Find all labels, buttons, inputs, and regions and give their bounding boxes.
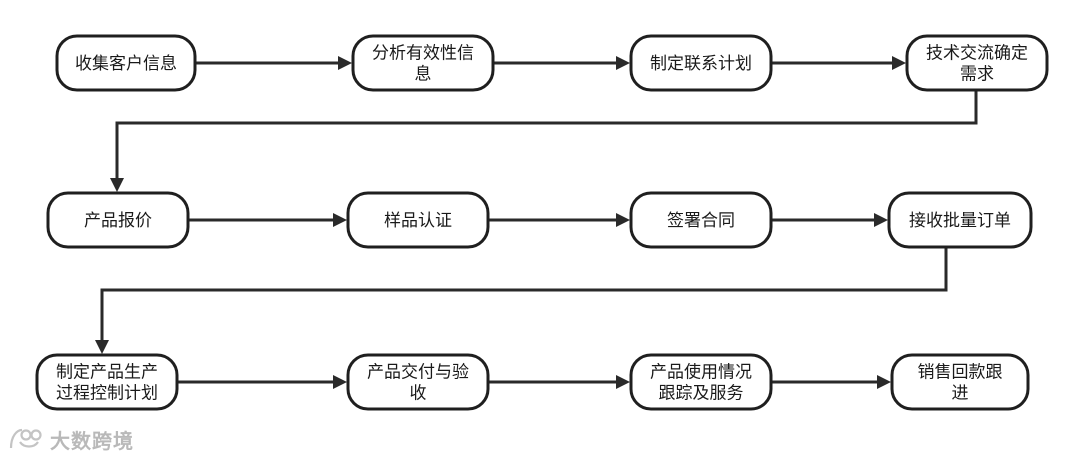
flow-node: 样品认证 [346,191,490,249]
arrowhead [616,375,630,389]
flow-node-box [629,34,773,92]
flow-node-label: 技术交流确定 [926,44,1028,64]
arrowhead [333,375,347,389]
flow-node-label: 销售回款跟 [918,363,1003,383]
flow-node: 制定联系计划 [629,34,773,92]
arrowhead [616,213,630,227]
flow-node-box [629,353,773,411]
flow-node-label: 收集客户信息 [75,54,177,74]
flow-arrow [100,247,948,342]
arrowhead [110,178,124,192]
flow-node-box [35,353,179,411]
flow-node-label: 进 [952,384,969,404]
arrowhead [892,56,906,70]
flow-node-box [346,191,490,249]
flow-node-label: 产品报价 [84,211,152,231]
edges-layer [95,56,978,389]
flow-node-label: 息 [415,65,432,85]
arrowhead [616,56,630,70]
flow-node-box [629,191,773,249]
flow-node: 产品报价 [46,191,190,249]
arrowhead [874,213,888,227]
flow-node-box [905,34,1049,92]
arrowhead [338,56,352,70]
flow-node-label: 产品使用情况 [650,362,752,383]
flow-node-label: 制定产品生产 [56,363,158,383]
flow-node-label: 收 [410,384,427,404]
arrowhead [333,213,347,227]
flow-node-label: 过程控制计划 [56,384,158,404]
flow-node-label: 需求 [960,65,994,85]
flow-arrow [115,90,978,180]
flow-node-box [346,353,490,411]
flow-node-label: 分析有效性信 [372,44,474,64]
flow-node-label: 制定联系计划 [650,54,752,74]
flow-node-label: 样品认证 [384,211,452,231]
flow-node-box [55,34,197,92]
dashuju-logo-icon [9,428,42,449]
watermark-text: 大数跨境 [50,428,134,453]
flow-node: 签署合同 [629,191,773,249]
flow-node-label: 签署合同 [667,211,735,231]
arrowhead [95,340,109,354]
flow-node: 收集客户信息 [55,34,197,92]
flow-node-box [351,34,495,92]
flow-node-label: 接收批量订单 [909,211,1011,231]
flow-node-box [890,353,1030,411]
flow-node-label: 产品交付与验 [367,363,469,383]
watermark: 大数跨境 [8,424,134,454]
flow-node-box [887,191,1033,249]
arrowhead [877,375,891,389]
flow-node-box [46,191,190,249]
flow-node: 接收批量订单 [887,191,1033,249]
flow-node-label: 跟踪及服务 [659,384,744,404]
